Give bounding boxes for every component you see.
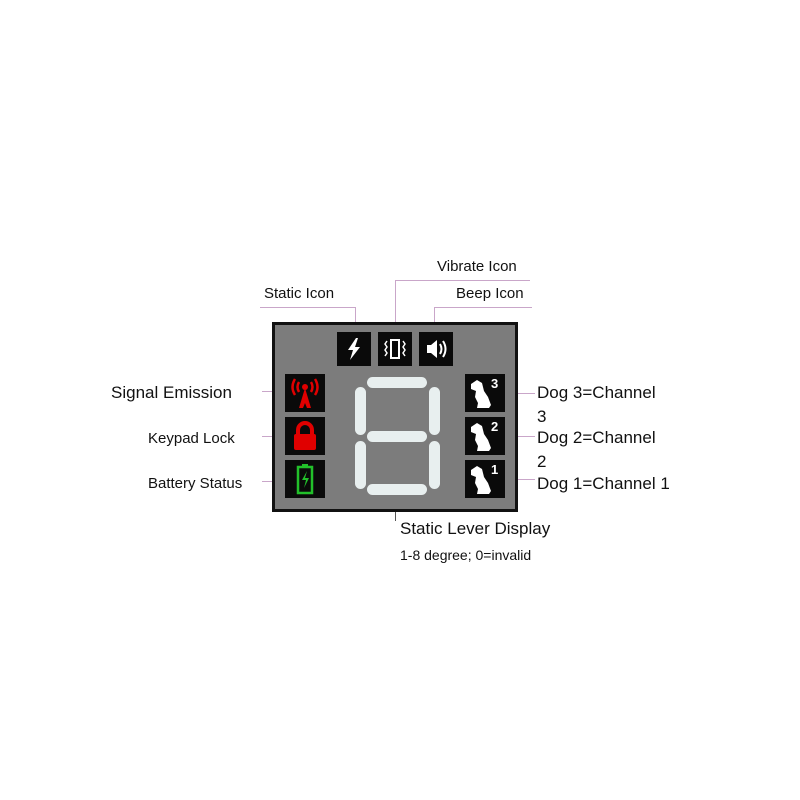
- dog3-label: Dog 3=Channel: [537, 383, 656, 402]
- leader-dog1: [503, 479, 535, 480]
- static-lever-label: Static Lever Display: [400, 519, 551, 538]
- static-icon: [337, 332, 371, 366]
- leader-static-v: [355, 307, 356, 335]
- dog3-label-cont: 3: [537, 407, 547, 426]
- beep-label: Beep Icon: [456, 285, 524, 302]
- dog-1-icon: 1: [465, 460, 505, 498]
- leader-vibrate: [395, 280, 530, 281]
- leader-beep-v: [434, 307, 435, 335]
- segment-e: [355, 441, 366, 489]
- dog2-label-cont: 2: [537, 452, 547, 471]
- battery-status-label: Battery Status: [148, 475, 243, 492]
- dog-3-icon: 3: [465, 374, 505, 412]
- dog-2-icon: 2: [465, 417, 505, 455]
- vibrate-icon: [378, 332, 412, 366]
- dog-3-number: 3: [491, 376, 498, 391]
- dog1-label: Dog 1=Channel 1: [537, 474, 670, 493]
- leader-static: [260, 307, 355, 308]
- signal-emission-icon: [285, 374, 325, 412]
- leader-lever: [395, 505, 396, 521]
- leader-dog3: [503, 393, 535, 394]
- leader-dog2: [503, 436, 535, 437]
- keypad-lock-label: Keypad Lock: [148, 430, 235, 447]
- segment-g: [367, 431, 427, 442]
- static-lever-note: 1-8 degree; 0=invalid: [400, 547, 532, 563]
- keypad-lock-icon: [285, 417, 325, 455]
- segment-c: [429, 441, 440, 489]
- dog-2-number: 2: [491, 419, 498, 434]
- dog2-label: Dog 2=Channel: [537, 428, 656, 447]
- segment-b: [429, 387, 440, 435]
- segment-d: [367, 484, 427, 495]
- beep-icon: [419, 332, 453, 366]
- battery-status-icon: [285, 460, 325, 498]
- leader-vibrate-v: [395, 280, 396, 332]
- signal-emission-label: Signal Emission: [111, 383, 232, 402]
- leader-beep: [434, 307, 532, 308]
- segment-f: [355, 387, 366, 435]
- dog-1-number: 1: [491, 462, 498, 477]
- segment-a: [367, 377, 427, 388]
- vibrate-label: Vibrate Icon: [437, 258, 517, 275]
- static-label: Static Icon: [264, 285, 335, 302]
